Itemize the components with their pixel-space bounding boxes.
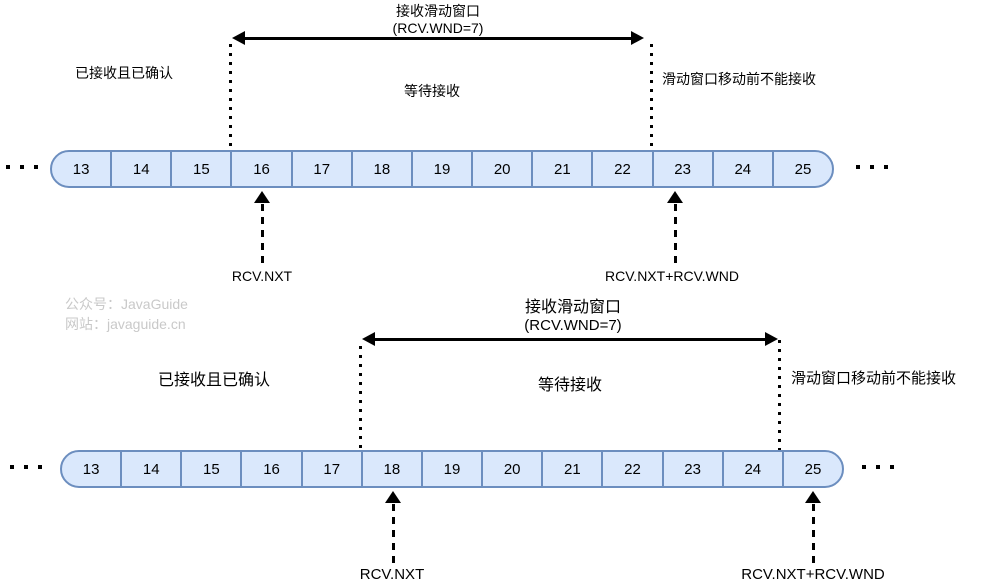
sequence-cell: 15 [180,452,240,486]
arrowhead-left-icon [362,332,375,346]
watermark-site: 网站：javaguide.cn [65,316,186,332]
dashed-shaft [674,204,677,265]
window-span-arrow [362,332,778,346]
cannot-receive-label: 滑动窗口移动前不能接收 [662,71,816,87]
sequence-cell: 20 [481,452,541,486]
sequence-cell: 13 [82,460,100,478]
arrowhead-right-icon [631,31,644,45]
received-acked-label: 已接收且已确认 [158,372,271,389]
rcv-nxt-label: RCV.NXT [359,566,425,583]
ellipsis-right-icon [862,465,894,469]
arrowhead-up-icon [805,491,821,503]
sequence-cell: 25 [781,452,842,486]
rcv-nxt-plus-wnd-label: RCV.NXT+RCV.WND [605,268,739,284]
waiting-receive-label: 等待接收 [537,377,603,394]
sequence-cell: 25 [771,152,832,186]
sequence-row: 13 14 15 16 17 18 19 20 21 22 23 24 25 [50,150,834,188]
dashed-shaft [392,504,395,565]
window-boundary-line-right [778,340,781,450]
sequence-cell: 19 [410,152,471,186]
arrowhead-up-icon [667,191,683,203]
arrowhead-up-icon [254,191,270,203]
ellipsis-left-icon [6,165,38,169]
sequence-cell: 22 [601,452,661,486]
window-title: 接收滑动窗口 [524,299,622,316]
cannot-receive-label: 滑动窗口移动前不能接收 [791,370,957,387]
window-boundary-line-left [229,44,232,150]
watermark-wechat: 公众号：JavaGuide [65,296,188,312]
sequence-cell: 17 [290,152,351,186]
sequence-cell: 13 [72,160,90,178]
sequence-cell: 18 [360,452,421,486]
window-span-arrow [232,31,644,45]
sequence-cell: 24 [721,452,782,486]
ellipsis-right-icon [856,165,888,169]
sequence-cell: 24 [711,152,772,186]
sequence-row: 13 14 15 16 17 18 19 20 21 22 23 24 25 [60,450,844,488]
sequence-cell: 16 [240,452,300,486]
arrowhead-up-icon [385,491,401,503]
sequence-cell: 15 [170,152,230,186]
rcv-nxt-plus-wnd-arrow [805,491,821,565]
sequence-cell: 14 [110,152,170,186]
sequence-cell: 22 [591,152,651,186]
window-size-label: (RCV.WND=7) [392,20,484,36]
rcv-nxt-label: RCV.NXT [231,268,293,284]
arrowhead-right-icon [765,332,778,346]
sequence-cell: 18 [350,152,411,186]
window-boundary-line-left [359,346,362,450]
sequence-cell: 14 [120,452,180,486]
sequence-cell: 21 [531,152,591,186]
dashed-shaft [261,204,264,265]
sequence-cell: 16 [230,152,290,186]
rcv-nxt-plus-wnd-arrow [667,191,683,265]
sequence-cell: 17 [300,452,361,486]
sequence-cell: 23 [661,452,722,486]
sequence-cell: 21 [541,452,601,486]
sequence-cell: 19 [420,452,481,486]
sequence-cell: 20 [471,152,531,186]
received-acked-label: 已接收且已确认 [75,65,173,81]
waiting-receive-label: 等待接收 [404,83,460,99]
rcv-nxt-arrow [385,491,401,565]
window-title: 接收滑动窗口 [396,3,480,19]
sequence-cell: 23 [651,152,712,186]
arrow-shaft [243,37,633,40]
rcv-nxt-arrow [254,191,270,265]
ellipsis-left-icon [10,465,42,469]
window-size-label: (RCV.WND=7) [524,317,622,334]
watermark: 公众号：JavaGuide 网站：javaguide.cn [65,294,188,334]
arrowhead-left-icon [232,31,245,45]
window-boundary-line-right [650,44,653,150]
dashed-shaft [812,504,815,565]
arrow-shaft [373,338,767,341]
rcv-nxt-plus-wnd-label: RCV.NXT+RCV.WND [741,566,885,583]
